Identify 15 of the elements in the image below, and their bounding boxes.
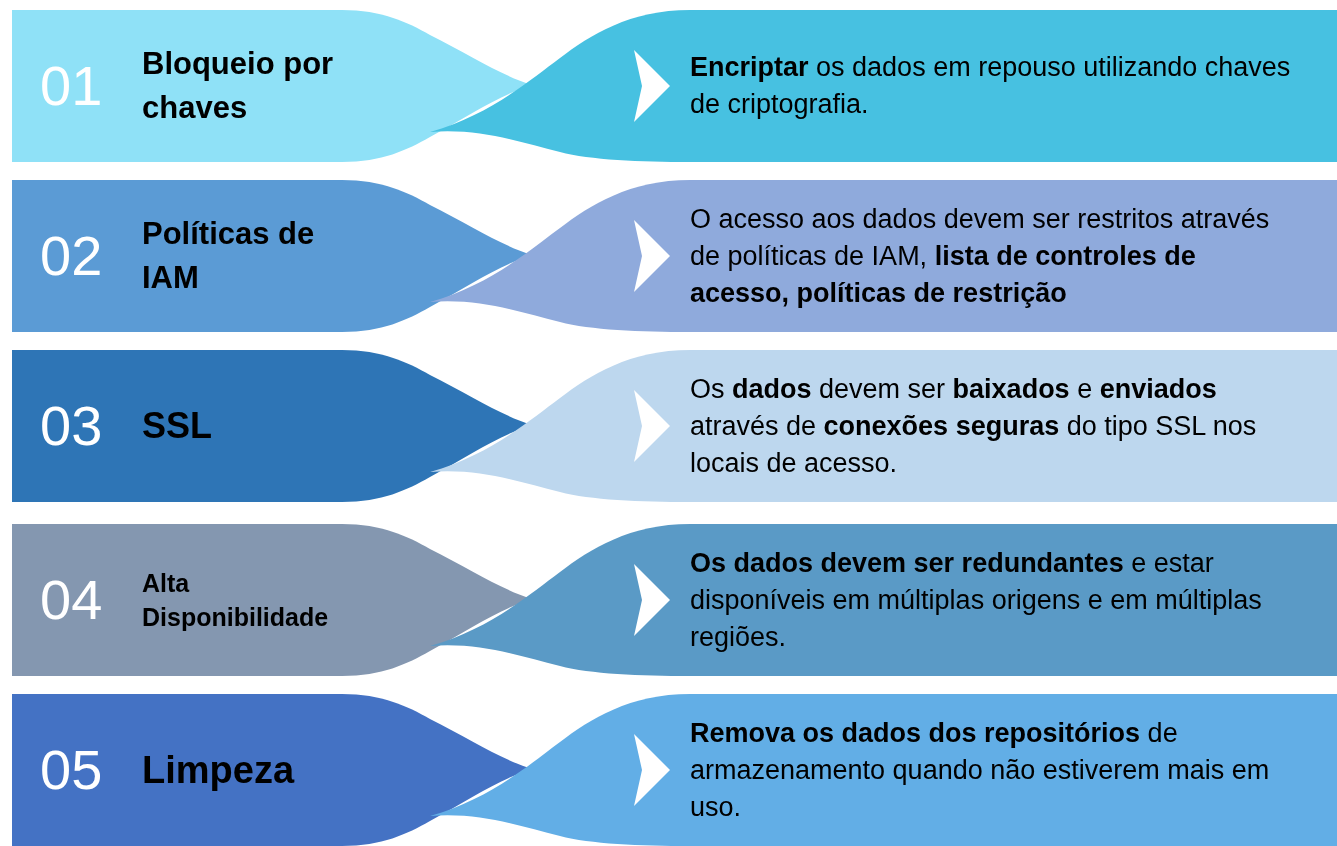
description-text: Encriptar os dados em repouso utilizando chaves de criptografia. (690, 51, 1292, 121)
step-number: 04 (40, 567, 104, 633)
description-text: Remova os dados dos repositórios de armazenamento quando não estiverem mais em uso. (690, 716, 1271, 824)
step-title: Alta Disponibilidade (142, 568, 330, 633)
description-text: Os dados devem ser redundantes e estar disponíveis em múltiplas origens e em múltiplas regiões. (690, 546, 1263, 654)
step-number: 01 (40, 53, 104, 119)
step-title: Bloqueio por chaves (142, 45, 335, 127)
step-title: Limpeza (142, 748, 296, 792)
step-title: SSL (142, 404, 213, 448)
step-title: Políticas de IAM (142, 215, 316, 297)
description-text: Os dados devem ser baixados e enviados através de conexões seguras do tipo SSL nos locais de acesso. (690, 372, 1258, 480)
description-text: O acesso aos dados devem ser restritos através de políticas de IAM, lista de controles de acesso, políticas de restrição (690, 202, 1271, 310)
step-number: 02 (40, 223, 104, 289)
step-number: 03 (40, 393, 104, 459)
step-number: 05 (40, 737, 104, 803)
